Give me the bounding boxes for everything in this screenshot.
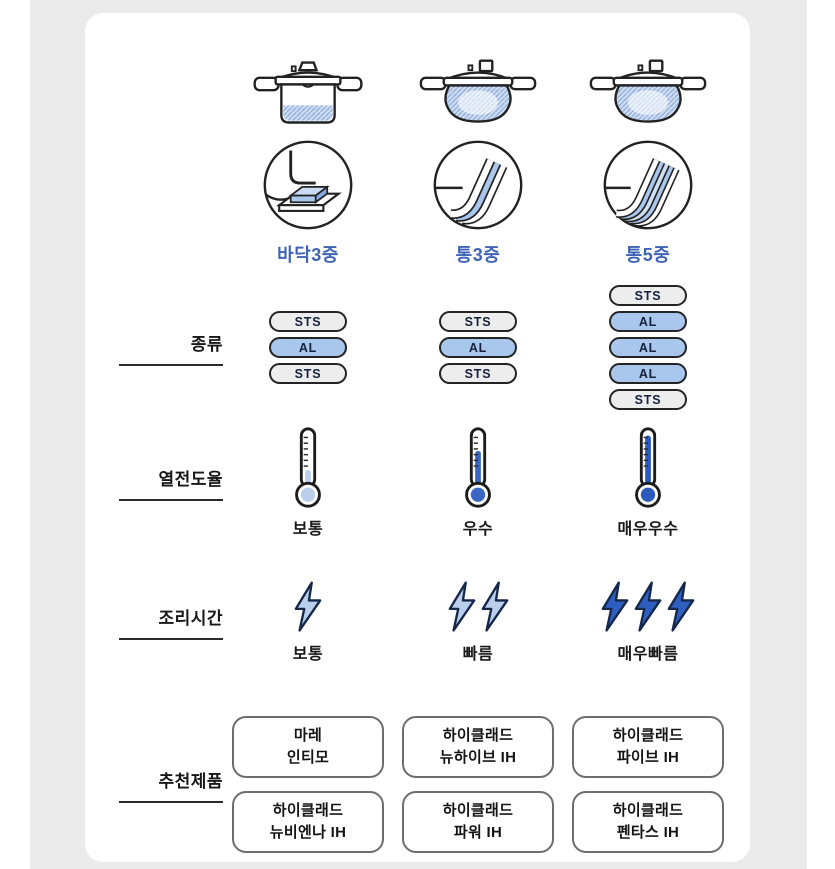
- conductivity-caption: 보통: [292, 521, 324, 538]
- row-underline: [119, 637, 223, 640]
- layer-capsule: STS: [269, 311, 347, 332]
- layer-capsule: STS: [609, 389, 687, 410]
- full-5ply-diagram-icon: [603, 140, 693, 230]
- column-header: 통3중: [455, 245, 501, 265]
- lightning-bolts: [600, 579, 696, 635]
- layer-capsule: AL: [609, 363, 687, 384]
- cooktime-caption: 빠름: [462, 646, 494, 663]
- column-header: 바닥3중: [277, 245, 339, 265]
- product-box: 하이클래드 펜타스 IH: [572, 791, 724, 853]
- thermometer-mid-icon: [465, 427, 491, 508]
- conductivity-row: 열전도율 보통: [85, 426, 750, 539]
- layer-stack: STS AL STS: [439, 311, 517, 384]
- row-label-conductivity: 열전도율: [93, 465, 223, 501]
- conductivity-caption: 매우우수: [617, 521, 679, 538]
- row-label-type: 종류: [93, 330, 223, 366]
- row-label-text: 종류: [190, 334, 223, 354]
- product-name-line: 하이클래드: [612, 802, 684, 820]
- layer-diagrams-row: [85, 137, 750, 233]
- row-label-cooktime: 조리시간: [93, 604, 223, 640]
- pot-full-5ply-icon: [589, 59, 707, 123]
- cooktime-caption: 매우빠름: [617, 646, 679, 663]
- product-box: 마레 인티모: [232, 716, 384, 778]
- layer-capsule: AL: [609, 337, 687, 358]
- row-underline: [119, 363, 223, 366]
- layer-capsule: STS: [439, 311, 517, 332]
- lightning-bolts: [293, 579, 323, 635]
- column-headers-row: 바닥3중 통3중 통5중: [85, 241, 750, 267]
- row-underline: [119, 800, 223, 803]
- pot-full-3ply-icon: [419, 59, 537, 123]
- conductivity-caption: 우수: [462, 521, 494, 538]
- products-row: 추천제품 마레 인티모 하이클래드 뉴비엔나 IH 하이클래드 뉴하이브 IH …: [85, 716, 750, 853]
- product-box: 하이클래드 파이브 IH: [572, 716, 724, 778]
- product-name-line: 마레: [293, 727, 323, 745]
- layer-capsule: STS: [609, 285, 687, 306]
- thermometer-low-icon: [295, 427, 321, 508]
- layer-capsule: AL: [269, 337, 347, 358]
- product-name-line: 하이클래드: [272, 802, 344, 820]
- product-name-line: 하이클래드: [442, 802, 514, 820]
- column-header: 통5중: [625, 245, 671, 265]
- product-name-line: 파이브 IH: [616, 749, 680, 766]
- lightning-bolts: [447, 579, 510, 635]
- pot-bottom-3ply-icon: [253, 61, 363, 124]
- layer-stack: STS AL STS: [269, 311, 347, 384]
- product-name-line: 하이클래드: [612, 727, 684, 745]
- row-label-products: 추천제품: [93, 767, 223, 803]
- layer-capsule: AL: [609, 311, 687, 332]
- product-box: 하이클래드 뉴하이브 IH: [402, 716, 554, 778]
- cooktime-row: 조리시간 보통 빠름: [85, 579, 750, 664]
- lightning-bolt-icon: [601, 581, 629, 632]
- row-label-text: 열전도율: [158, 469, 223, 489]
- layer-capsule: AL: [439, 337, 517, 358]
- product-name-line: 뉴하이브 IH: [439, 749, 517, 766]
- pot-icons-row: [85, 59, 750, 127]
- lightning-bolt-icon: [667, 581, 695, 632]
- bottom-3ply-diagram-icon: [263, 140, 353, 230]
- product-name-line: 펜타스 IH: [616, 824, 680, 841]
- product-name-line: 하이클래드: [442, 727, 514, 745]
- product-name-line: 파워 IH: [453, 824, 503, 841]
- layer-capsule: STS: [269, 363, 347, 384]
- lightning-bolt-icon: [481, 581, 508, 632]
- infographic-card: 바닥3중 통3중 통5중 종류 STS AL STS STS AL STS ST…: [85, 13, 750, 862]
- row-label-text: 추천제품: [158, 771, 223, 791]
- lightning-bolt-icon: [634, 581, 662, 632]
- full-3ply-diagram-icon: [433, 140, 523, 230]
- product-box: 하이클래드 파워 IH: [402, 791, 554, 853]
- lightning-bolt-icon: [294, 581, 322, 632]
- layer-type-row: 종류 STS AL STS STS AL STS STS AL AL AL ST…: [85, 285, 750, 410]
- thermometer-high-icon: [635, 427, 661, 508]
- row-label-text: 조리시간: [158, 608, 223, 628]
- lightning-bolt-icon: [448, 581, 475, 632]
- layer-stack: STS AL AL AL STS: [609, 285, 687, 410]
- row-underline: [119, 498, 223, 501]
- product-name-line: 인티모: [286, 749, 330, 766]
- product-box: 하이클래드 뉴비엔나 IH: [232, 791, 384, 853]
- cooktime-caption: 보통: [292, 646, 324, 663]
- product-name-line: 뉴비엔나 IH: [269, 824, 347, 841]
- layer-capsule: STS: [439, 363, 517, 384]
